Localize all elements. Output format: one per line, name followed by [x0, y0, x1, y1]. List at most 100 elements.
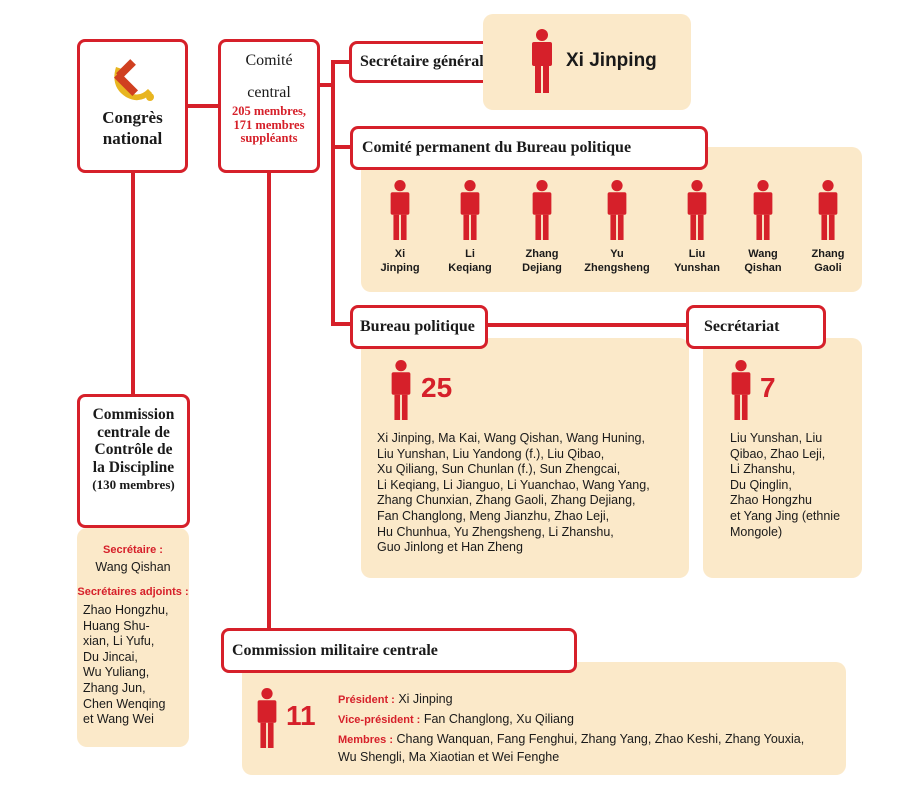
politburo-line: Fan Changlong, Meng Jianzhu, Zhao Leji, — [377, 508, 610, 523]
connector — [331, 322, 351, 326]
secretariat-line: Liu Yunshan, Liu — [730, 431, 823, 445]
secretariat-count: 7 — [760, 372, 776, 403]
member-first-name: Li — [465, 248, 475, 260]
secretariat-line: Du Qinglin, — [730, 477, 792, 492]
central-committee-label-1: Comité — [245, 52, 293, 69]
member-first-name: Liu — [688, 248, 706, 260]
politburo-line: Xu Qiliang, Sun Chunlan (f.), Sun Zhengc… — [377, 462, 621, 477]
vice-president-label: Vice-président : — [338, 714, 421, 726]
politburo-line: Hu Chunhua, Yu Zhengsheng, Li Zhanshu, — [377, 524, 614, 539]
congress-box: Congrès national — [77, 39, 188, 173]
vice-president-names: Fan Changlong, Xu Qiliang — [423, 712, 574, 726]
person-icon — [389, 360, 413, 420]
member-last-name: Dejiang — [522, 262, 562, 274]
politburo-line: Guo Jinlong et Han Zheng — [377, 540, 523, 555]
secretary-general-panel: Xi Jinping — [483, 14, 691, 110]
discipline-panel — [77, 528, 189, 747]
president-label: Président : — [338, 694, 395, 706]
member-last-name: Jinping — [380, 262, 420, 274]
person-icon — [729, 360, 753, 420]
deputy-line: Chen Wenqing — [83, 696, 166, 711]
deputy-line: Zhang Jun, — [83, 680, 146, 695]
member-first-name: Yu — [610, 248, 624, 260]
politburo-members: Xi Jinping, Ma Kai, Wang Qishan, Wang Hu… — [377, 431, 682, 556]
person-icon — [255, 688, 279, 748]
person-icon — [751, 180, 775, 240]
connector — [331, 145, 351, 149]
secretariat-members: Liu Yunshan, Liu Qibao, Zhao Leji, Li Zh… — [730, 431, 858, 540]
person-icon — [530, 180, 554, 240]
deputy-line: Wu Yuliang, — [83, 665, 150, 680]
discipline-label: la Discipline — [92, 458, 175, 476]
president-name: Xi Jinping — [398, 692, 453, 706]
secretary-general-box: Secrétaire général — [349, 41, 505, 83]
secretariat-line: Mongole) — [730, 524, 783, 539]
discipline-members-count: (130 membres) — [92, 477, 175, 492]
central-committee-members-1: 205 membres, — [231, 104, 307, 118]
discipline-label: Commission — [92, 406, 175, 423]
secretariat-line: et Yang Jing (ethnie — [730, 508, 841, 523]
person-icon — [605, 180, 629, 240]
member-last-name: Gaoli — [814, 262, 842, 274]
standing-committee-box: Comité permanent du Bureau politique — [350, 126, 708, 170]
member-first-name: Zhang — [811, 248, 845, 260]
member-last-name: Keqiang — [448, 262, 492, 274]
secretariat-line: Zhao Hongzhu — [730, 493, 813, 508]
member-first-name: Xi — [394, 248, 406, 260]
secretariat-label: Secrétariat — [704, 318, 780, 335]
secretariat-panel — [703, 338, 862, 578]
politburo-line: Li Keqiang, Li Jianguo, Li Yuanchao, Wan… — [377, 477, 650, 492]
secretariat-line: Qibao, Zhao Leji, — [730, 446, 826, 461]
secretariat-box: Secrétariat — [686, 305, 826, 349]
deputy-line: et Wang Wei — [83, 712, 154, 727]
military-panel — [242, 662, 846, 775]
politburo-label: Bureau politique — [360, 318, 475, 335]
central-committee-box: Comité central 205 membres, 171 membres … — [218, 39, 320, 173]
secretary-general-name: Xi Jinping — [566, 50, 657, 71]
person-icon — [388, 180, 412, 240]
secretary-general-label: Secrétaire général — [360, 53, 484, 70]
person-icon — [458, 180, 482, 240]
military-label: Commission militaire centrale — [232, 642, 438, 659]
member-last-name: Yunshan — [674, 262, 720, 274]
connector — [186, 104, 220, 108]
deputy-line: xian, Li Yufu, — [83, 634, 155, 649]
deputy-line: Zhao Hongzhu, — [83, 603, 169, 617]
deputy-line: Huang Shu- — [83, 618, 150, 633]
discipline-secretary-name: Wang Qishan — [95, 560, 171, 574]
politburo-line: Zhang Chunxian, Zhang Gaoli, Zhang Dejia… — [377, 493, 636, 508]
discipline-deputies-label: Secrétaires adjoints : — [77, 586, 189, 598]
member-last-name: Qishan — [744, 262, 782, 274]
hammer-sickle-icon — [113, 59, 154, 101]
person-icon — [685, 180, 709, 240]
members-label: Membres : — [338, 734, 394, 746]
central-committee-members-2: 171 membres — [233, 117, 305, 132]
discipline-label: centrale de — [97, 423, 170, 441]
discipline-secretary-label: Secrétaire : — [103, 544, 163, 556]
members-line-1: Chang Wanquan, Fang Fenghui, Zhang Yang,… — [396, 732, 805, 746]
discipline-label: Contrôle de — [94, 441, 173, 458]
connector — [486, 323, 688, 327]
military-details: Président : Xi Jinping Vice-président : … — [338, 690, 804, 766]
deputy-line: Du Jincai, — [83, 649, 138, 664]
politburo-box: Bureau politique — [350, 305, 488, 349]
military-count: 11 — [286, 700, 316, 731]
connector — [318, 83, 334, 87]
discipline-details: Secrétaire : Wang Qishan Secrétaires adj… — [77, 544, 189, 598]
member-last-name: Zhengsheng — [584, 262, 650, 274]
connector — [131, 172, 135, 396]
member-first-name: Zhang — [525, 248, 559, 260]
person-icon — [530, 29, 554, 93]
politburo-count: 25 — [421, 372, 453, 403]
member-first-name: Wang — [748, 248, 778, 260]
members-line-2: Wu Shengli, Ma Xiaotian et Wei Fenghe — [338, 750, 560, 764]
connector — [331, 60, 351, 64]
military-box: Commission militaire centrale — [221, 628, 577, 673]
discipline-deputies: Zhao Hongzhu, Huang Shu- xian, Li Yufu, … — [83, 603, 187, 728]
